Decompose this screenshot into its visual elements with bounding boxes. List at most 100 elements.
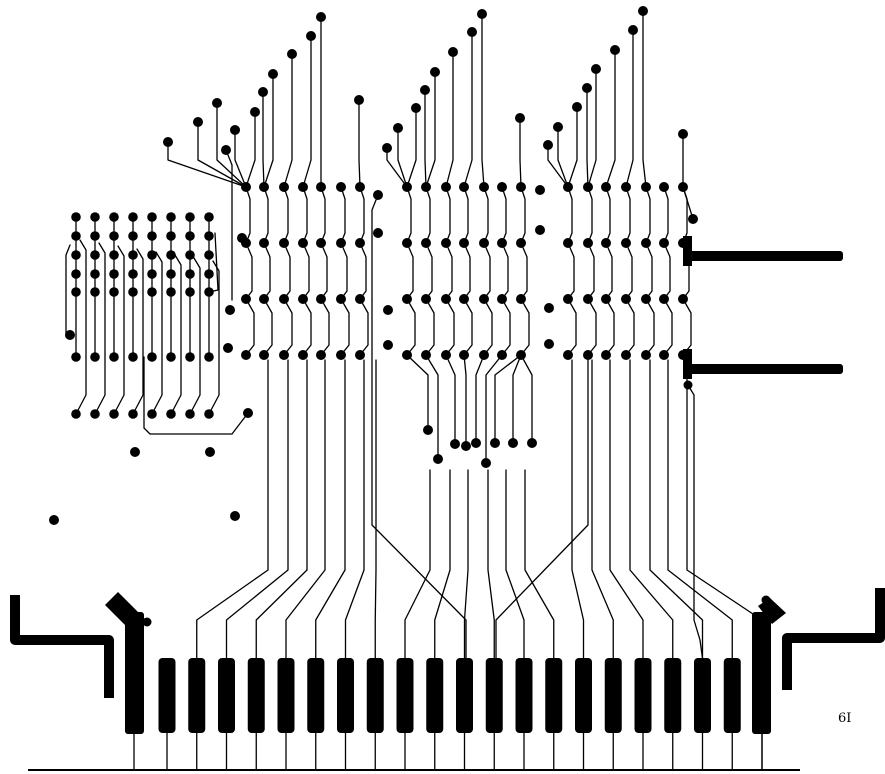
pad <box>71 287 81 297</box>
trace <box>645 186 651 244</box>
trace <box>425 354 439 460</box>
pad <box>147 409 157 419</box>
trace <box>605 49 616 188</box>
pad <box>355 294 365 304</box>
pad <box>355 182 365 192</box>
pad <box>230 511 240 521</box>
pad <box>638 6 648 16</box>
trace <box>425 242 433 300</box>
pad <box>185 231 195 241</box>
trace <box>359 186 365 244</box>
pad <box>185 250 195 260</box>
pad <box>678 350 688 360</box>
pad <box>563 238 573 248</box>
trace <box>463 186 469 244</box>
pad <box>433 454 443 464</box>
trace <box>75 239 87 415</box>
pad <box>516 182 526 192</box>
pad <box>90 250 100 260</box>
pad <box>71 409 81 419</box>
pad <box>471 438 481 448</box>
pad <box>515 113 525 123</box>
pad <box>411 103 421 113</box>
pad <box>166 409 176 419</box>
key-tab <box>758 598 786 624</box>
pad <box>71 212 81 222</box>
pad <box>250 107 260 117</box>
pad <box>544 339 554 349</box>
trace <box>642 10 647 188</box>
trace <box>463 354 467 447</box>
connector-finger <box>515 658 533 733</box>
pad <box>659 350 669 360</box>
trace <box>234 129 247 188</box>
trace <box>406 186 412 244</box>
pad <box>450 439 460 449</box>
trace <box>386 147 408 188</box>
pad <box>204 212 214 222</box>
connector-finger <box>307 658 325 733</box>
pad <box>316 182 326 192</box>
pad <box>241 182 251 192</box>
trace <box>667 359 733 661</box>
trace <box>591 359 614 661</box>
trace <box>406 298 416 356</box>
pad <box>678 182 688 192</box>
pad <box>441 238 451 248</box>
pad <box>402 182 412 192</box>
pad <box>128 269 138 279</box>
pad-layer <box>49 6 771 627</box>
trace <box>425 298 435 356</box>
trace <box>682 186 694 220</box>
pad <box>221 145 231 155</box>
pad <box>65 330 75 340</box>
trace <box>463 242 471 300</box>
trace <box>406 354 429 431</box>
trace <box>404 469 431 661</box>
pad <box>128 352 138 362</box>
trace <box>245 298 255 356</box>
pad <box>601 350 611 360</box>
trace <box>113 245 125 415</box>
pad <box>688 214 698 224</box>
pad <box>237 233 247 243</box>
pad <box>441 294 451 304</box>
trace <box>629 359 674 661</box>
connector-finger <box>158 658 176 733</box>
pad <box>166 352 176 362</box>
pad <box>109 287 119 297</box>
pad <box>544 303 554 313</box>
pad <box>166 269 176 279</box>
pad <box>306 31 316 41</box>
trace <box>505 469 525 661</box>
trace <box>358 99 361 188</box>
pad <box>279 182 289 192</box>
pad <box>268 69 278 79</box>
trace <box>625 242 633 300</box>
pad <box>582 83 592 93</box>
trace <box>605 242 613 300</box>
trace <box>649 359 704 661</box>
pad <box>279 238 289 248</box>
trace <box>406 242 414 300</box>
key-tab <box>105 592 146 634</box>
pad <box>147 287 157 297</box>
pad <box>147 250 157 260</box>
pad <box>316 12 326 22</box>
pad <box>279 294 289 304</box>
trace <box>225 149 233 301</box>
trace <box>374 359 377 661</box>
trace <box>567 242 575 300</box>
pad <box>128 287 138 297</box>
pad <box>298 238 308 248</box>
pad <box>591 64 601 74</box>
trace <box>557 126 569 188</box>
pad <box>641 350 651 360</box>
corner-bracket <box>10 595 114 698</box>
bus-layer <box>683 236 843 379</box>
trace <box>151 251 163 415</box>
pad <box>641 238 651 248</box>
pad <box>628 25 638 35</box>
trace <box>483 298 493 356</box>
connector-end-finger <box>752 612 771 734</box>
